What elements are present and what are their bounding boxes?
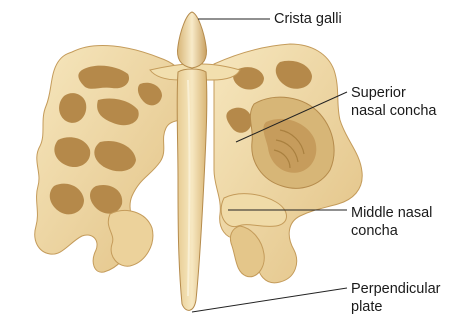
crista-galli <box>178 12 207 68</box>
label-middle-nasal-concha: Middle nasal concha <box>351 204 432 240</box>
label-perpendicular-line2: plate <box>351 298 440 316</box>
leader-line-perpendicular-plate <box>192 288 347 312</box>
left-middle-concha <box>108 210 153 266</box>
label-middle-line1: Middle nasal <box>351 204 432 222</box>
label-superior-nasal-concha: Superior nasal concha <box>351 84 436 120</box>
label-crista-galli: Crista galli <box>274 10 342 28</box>
label-superior-line2: nasal concha <box>351 102 436 120</box>
label-crista-galli-text: Crista galli <box>274 11 342 27</box>
perpendicular-plate <box>177 69 207 310</box>
label-perpendicular-line1: Perpendicular <box>351 280 440 298</box>
label-middle-line2: concha <box>351 222 432 240</box>
label-superior-line1: Superior <box>351 84 436 102</box>
label-perpendicular-plate: Perpendicular plate <box>351 280 440 316</box>
